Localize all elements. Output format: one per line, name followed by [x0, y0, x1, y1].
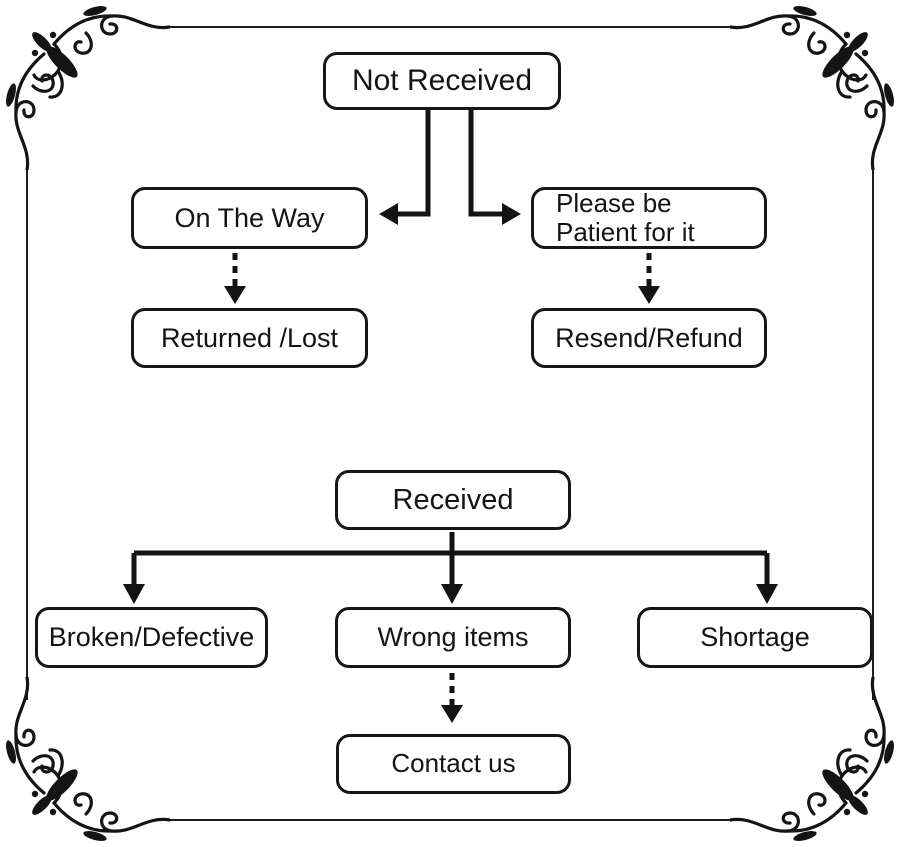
node-label: Returned /Lost: [160, 322, 339, 353]
node-please-be-patient: Please be Patient for it: [531, 187, 767, 249]
node-label: Resend/Refund: [555, 322, 743, 353]
node-label: Received: [392, 483, 514, 516]
edge-not-received-to-please-be-patient: [468, 110, 504, 217]
arrowhead-down-icon: [441, 705, 463, 723]
arrowhead-left-icon: [379, 203, 398, 225]
edge-received-branches: [131, 532, 770, 586]
node-not-received: Not Received: [323, 52, 561, 110]
arrowhead-down-icon: [638, 286, 660, 304]
node-broken-defective: Broken/Defective: [35, 607, 268, 668]
arrowhead-down-icon: [441, 584, 463, 604]
node-label: On The Way: [174, 202, 325, 233]
frame-line-right: [872, 160, 874, 700]
frame-line-left: [26, 160, 28, 700]
node-label: Please be Patient for it: [556, 187, 695, 247]
arrowhead-down-icon: [224, 286, 246, 304]
node-on-the-way: On The Way: [131, 187, 368, 249]
frame-line-top: [160, 26, 745, 28]
node-label: Broken/Defective: [48, 622, 255, 653]
node-contact-us: Contact us: [336, 734, 571, 794]
node-received: Received: [335, 470, 571, 530]
node-wrong-items: Wrong items: [335, 607, 571, 668]
node-label: Not Received: [351, 64, 533, 98]
node-resend-refund: Resend/Refund: [531, 308, 767, 368]
arrowhead-down-icon: [756, 584, 778, 604]
node-shortage: Shortage: [637, 607, 873, 668]
edge-not-received-to-on-the-way: [396, 110, 431, 217]
node-label: Contact us: [391, 748, 516, 779]
node-label: Shortage: [700, 622, 810, 653]
node-returned-lost: Returned /Lost: [131, 308, 368, 368]
arrowhead-right-icon: [502, 203, 521, 225]
node-label: Wrong items: [377, 622, 529, 653]
arrowhead-down-icon: [123, 584, 145, 604]
frame-line-bottom: [160, 819, 745, 821]
